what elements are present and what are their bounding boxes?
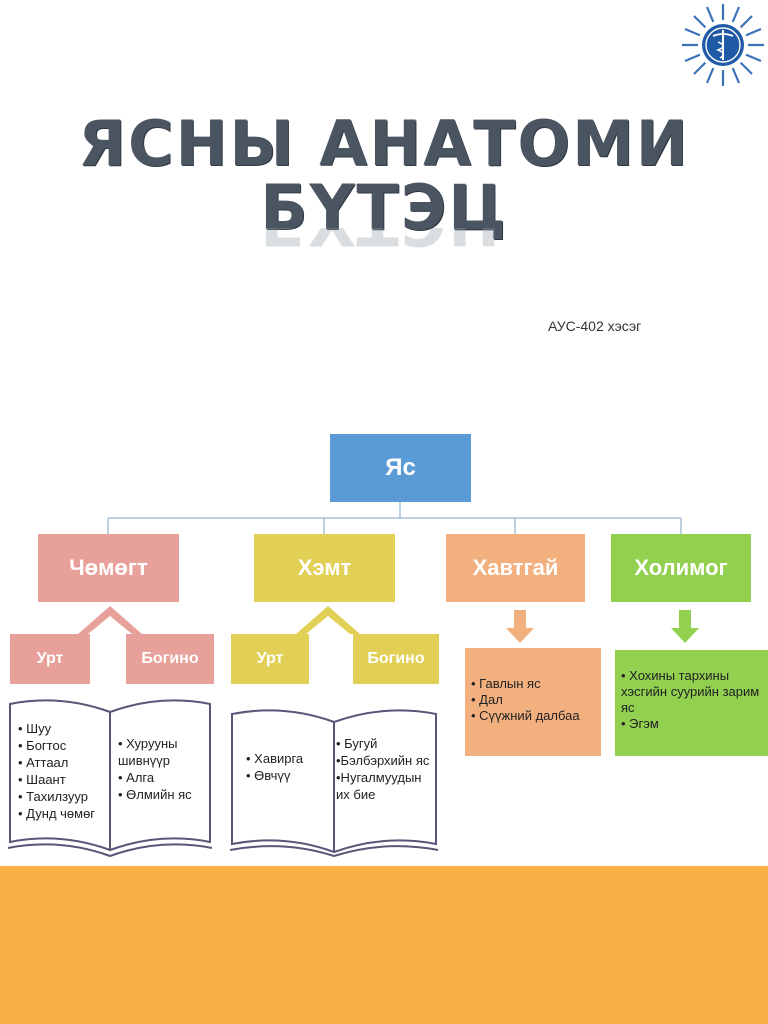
list-item: Дал [471, 692, 595, 708]
khemt-chevron-icon [296, 606, 360, 634]
chomogt-long-list: Шуу Богтос Аттаал Шаант Тахилзуур Дунд ч… [18, 720, 95, 822]
khemt-long-list: Хавирга Өвчүү [246, 750, 303, 784]
title-line-2: БҮТЭЦ [260, 171, 508, 244]
list-item: Бугуй [336, 735, 436, 752]
khemt-short-list: Бугуй •Бэлбэрхийн яс •Нугалмуудын их бие [336, 735, 436, 803]
page-title: ЯСНЫ АНАТОМИ БҮТЭЦ БҮТЭЦ [0, 107, 768, 255]
khemt-long-box: Урт [231, 634, 309, 684]
chomogt-short-box: Богино [126, 634, 214, 684]
list-item: Өлмийн яс [118, 786, 206, 803]
khemt-short-box: Богино [353, 634, 439, 684]
list-item: Гавлын яс [471, 676, 595, 692]
list-item: Сүүжний далбаа [471, 708, 595, 724]
list-item: Аттаал [18, 754, 95, 771]
category-chomogt: Чөмөгт [38, 534, 179, 602]
list-item: Шаант [18, 771, 95, 788]
kholimog-down-arrow-icon [671, 610, 699, 643]
category-khemt: Хэмт [254, 534, 395, 602]
list-item: Богтос [18, 737, 95, 754]
list-item: Эгэм [621, 716, 762, 732]
khavtgai-list-box: Гавлын яс Дал Сүүжний далбаа [465, 648, 601, 756]
caduceus-logo-icon [682, 4, 764, 86]
chomogt-long-box: Урт [10, 634, 90, 684]
list-item: Тахилзуур [18, 788, 95, 805]
list-item: Хавирга [246, 750, 303, 767]
list-item: Алга [118, 769, 206, 786]
category-kholimog: Холимог [611, 534, 751, 602]
footer-band [0, 866, 768, 1024]
group-label: АУС-402 хэсэг [548, 318, 642, 334]
root-node: Яс [330, 434, 471, 502]
category-khavtgai: Хавтгай [446, 534, 585, 602]
list-item: Хурууны шивнүүр [118, 735, 206, 769]
list-item: •Нугалмуудын их бие [336, 770, 422, 802]
khavtgai-down-arrow-icon [506, 610, 534, 643]
chomogt-chevron-icon [78, 606, 142, 634]
list-item: Өвчүү [246, 767, 303, 784]
kholimog-list-box: Хохины тархины хэсгийн суурийн зарим яс … [615, 650, 768, 756]
title-line-1: ЯСНЫ АНАТОМИ [78, 107, 690, 180]
list-item: Шуу [18, 720, 95, 737]
chomogt-short-list: Хурууны шивнүүр Алга Өлмийн яс [118, 735, 206, 803]
list-item: •Бэлбэрхийн яс [336, 753, 430, 768]
list-item: Хохины тархины хэсгийн суурийн зарим яс [621, 668, 762, 716]
list-item: Дунд чөмөг [18, 805, 95, 822]
